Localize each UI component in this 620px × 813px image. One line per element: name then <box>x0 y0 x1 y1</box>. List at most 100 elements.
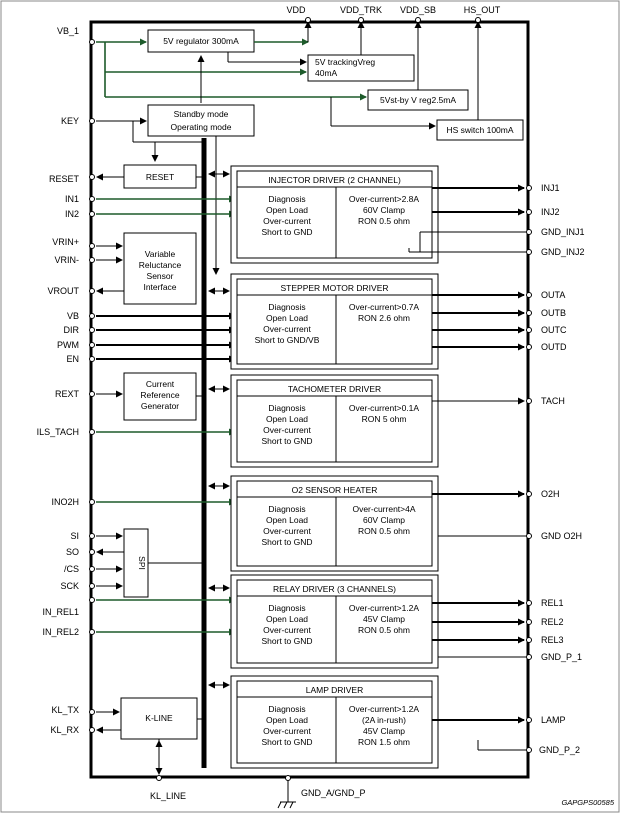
driver-injector-spec-line: 60V Clamp <box>363 205 405 215</box>
driver-injector-diag-line: Short to GND <box>261 227 312 237</box>
spi-label: SPI <box>137 556 147 570</box>
bus-links <box>208 170 230 689</box>
right-thin-outputs <box>408 231 526 751</box>
driver-lamp-diag-line: Diagnosis <box>268 704 305 714</box>
pin-hs-out: HS_OUT <box>464 5 501 15</box>
driver-o2-diag-line: Open Load <box>266 515 308 525</box>
driver-stepper-spec-line: Over-current>0.7A <box>349 302 419 312</box>
driver-stepper-diag-line: Open Load <box>266 313 308 323</box>
driver-inputs <box>96 195 236 636</box>
pin-so: SO <box>66 547 79 557</box>
pin-in-rel1: IN_REL1 <box>42 607 79 617</box>
driver-tach-title: TACHOMETER DRIVER <box>288 384 381 394</box>
pin-outa: OUTA <box>541 290 565 300</box>
pin-pwm: PWM <box>57 340 79 350</box>
crg-label-1: Current <box>146 379 175 389</box>
crg-block <box>123 372 197 421</box>
left-pin-labels: VB_1 KEY RESET IN1 IN2 VRIN+ VRIN- VROUT… <box>37 26 80 735</box>
driver-lamp-diag-line: Short to GND <box>261 737 312 747</box>
pin-kl-tx: KL_TX <box>51 705 79 715</box>
pin-in2: IN2 <box>65 209 79 219</box>
pin-gnd-inj1: GND_INJ1 <box>541 227 585 237</box>
standby-mode-block <box>147 104 255 137</box>
stepper-inputs <box>96 312 236 363</box>
vrs-label-1: Variable <box>145 249 176 259</box>
pin-outd: OUTD <box>541 342 567 352</box>
pin-lamp: LAMP <box>541 715 566 725</box>
driver-lamp-diag-line: Open Load <box>266 715 308 725</box>
driver-relay-diag-line: Over-current <box>263 625 311 635</box>
tracking-reg-block <box>307 54 415 82</box>
regulator-block <box>147 29 255 53</box>
driver-stepper-diag-line: Diagnosis <box>268 302 305 312</box>
pin-rel3: REL3 <box>541 635 564 645</box>
standby-mode-label: Standby mode <box>174 109 229 119</box>
hs-switch-label: HS switch 100mA <box>446 125 513 135</box>
driver-stepper-block <box>230 273 439 370</box>
driver-relay-title: RELAY DRIVER (3 CHANNELS) <box>273 584 396 594</box>
operating-mode-label: Operating mode <box>171 122 232 132</box>
driver-tach-spec-line: RON 5 ohm <box>362 414 407 424</box>
driver-tach-diag-line: Over-current <box>263 425 311 435</box>
left-wiring <box>96 173 204 775</box>
vrs-label-4: Interface <box>143 282 176 292</box>
driver-lamp-spec-line: (2A in-rush) <box>362 715 406 725</box>
driver-lamp-title: LAMP DRIVER <box>306 685 363 695</box>
pin-cs: /CS <box>64 564 79 574</box>
driver-relay-spec-line: RON 0.5 ohm <box>358 625 410 635</box>
vrs-block <box>123 232 197 305</box>
driver-tach-inner <box>236 379 433 463</box>
driver-injector-title: INJECTOR DRIVER (2 CHANNEL) <box>268 175 401 185</box>
driver-o2-diag-line: Diagnosis <box>268 504 305 514</box>
kline-label: K-LINE <box>145 713 173 723</box>
driver-o2-title: O2 SENSOR HEATER <box>292 485 378 495</box>
vrs-label-3: Sensor <box>147 271 174 281</box>
hs-switch-block <box>436 119 524 141</box>
pin-gnd: GND_A/GND_P <box>301 788 366 798</box>
driver-injector-block <box>230 165 439 264</box>
driver-relay-spec-line: Over-current>1.2A <box>349 603 419 613</box>
pin-en: EN <box>66 354 79 364</box>
right-pin-labels: INJ1 INJ2 GND_INJ1 GND_INJ2 OUTA OUTB OU… <box>539 183 585 755</box>
driver-stepper-diag-line: Over-current <box>263 324 311 334</box>
driver-o2-block <box>230 475 439 572</box>
pin-outb: OUTB <box>541 308 566 318</box>
driver-tach-block <box>230 374 439 468</box>
pin-in1: IN1 <box>65 194 79 204</box>
regulator-label: 5V regulator 300mA <box>163 36 239 46</box>
pin-vdd-sb: VDD_SB <box>400 5 436 15</box>
driver-o2-spec-line: 60V Clamp <box>363 515 405 525</box>
kline-block <box>120 697 198 740</box>
driver-lamp-diag-line: Over-current <box>263 726 311 736</box>
driver-injector-diag-line: Over-current <box>263 216 311 226</box>
driver-tach-diag-line: Open Load <box>266 414 308 424</box>
bottom-pins: KL_LINE GND_A/GND_P GAPGPS00585 <box>150 775 615 809</box>
driver-lamp-spec-line: RON 1.5 ohm <box>358 737 410 747</box>
driver-injector-diag-line: Diagnosis <box>268 194 305 204</box>
tracking-reg-label-2: 40mA <box>315 68 338 78</box>
crg-label-2: Reference <box>140 390 179 400</box>
pin-si: SI <box>70 531 79 541</box>
driver-relay-diag-line: Diagnosis <box>268 603 305 613</box>
figure-id: GAPGPS00585 <box>561 798 614 807</box>
driver-injector-inner <box>236 170 433 259</box>
spi-block <box>123 528 149 598</box>
driver-o2-spec-line: Over-current>4A <box>352 504 415 514</box>
driver-blocks: INJECTOR DRIVER (2 CHANNEL)DiagnosisOpen… <box>230 165 439 769</box>
left-pin-markers <box>89 39 95 733</box>
pin-reset: RESET <box>49 174 80 184</box>
right-outputs <box>432 184 525 724</box>
pin-rext: REXT <box>55 389 80 399</box>
driver-stepper-title: STEPPER MOTOR DRIVER <box>281 283 389 293</box>
driver-o2-inner <box>236 480 433 567</box>
control-wiring <box>96 52 436 275</box>
driver-tach-diag-line: Short to GND <box>261 436 312 446</box>
driver-stepper-inner <box>236 278 433 365</box>
pin-vrin-plus: VRIN+ <box>52 237 79 247</box>
driver-tach-diag-line: Diagnosis <box>268 403 305 413</box>
pin-rel1: REL1 <box>541 598 564 608</box>
pin-inj2: INJ2 <box>541 207 560 217</box>
driver-lamp-block <box>230 675 439 769</box>
pin-vb: VB <box>67 311 79 321</box>
